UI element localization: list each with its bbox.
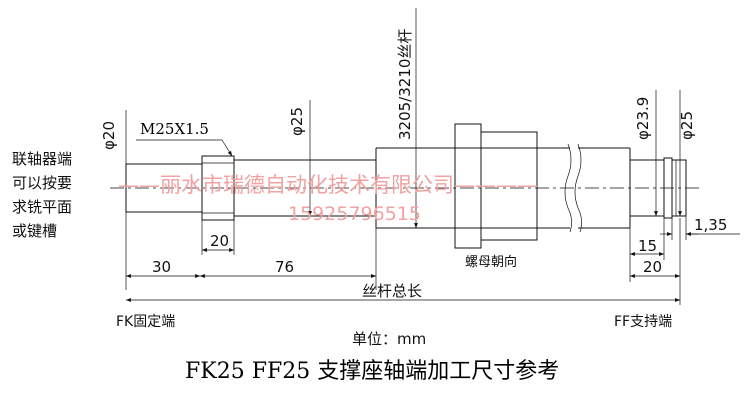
total-length-label: 丝杆总长 <box>362 282 422 300</box>
watermark-phone: 15925796515 <box>288 203 421 225</box>
shaft-outline <box>125 123 687 249</box>
dimension-right: 15 20 1,35 <box>629 216 740 282</box>
nut-direction-label: 螺母朝向 <box>465 254 517 270</box>
note-line-2: 可以按要 <box>12 174 72 192</box>
note-line-1: 联轴器端 <box>12 150 72 168</box>
thread-callout: M25X1.5 <box>136 120 233 157</box>
diameter-callouts: φ20 φ25 3205/3210丝杆 φ23.9 φ25 <box>100 8 696 228</box>
dimension-1-35-label: 1,35 <box>694 216 727 234</box>
diameter-20-label: φ20 <box>100 121 118 150</box>
drawing-title: FK25 FF25 支撑座轴端加工尺寸参考 <box>185 359 559 384</box>
dimension-76-label: 76 <box>275 258 294 276</box>
dimension-20-label: 20 <box>210 232 229 250</box>
dimension-20: 20 <box>201 220 235 255</box>
diameter-23-9-label: φ23.9 <box>634 97 652 140</box>
diameter-25-right-label: φ25 <box>678 111 696 140</box>
coupling-note: 联轴器端 可以按要 求铣平面 或键槽 <box>12 150 72 240</box>
fixed-end-label: FK固定端 <box>116 314 175 330</box>
dimension-30-76: 30 76 <box>125 214 377 290</box>
note-line-4: 或键槽 <box>12 222 57 240</box>
watermark-company: ——丽水市瑞德自动化技术有限公司———— <box>118 173 538 197</box>
note-line-3: 求铣平面 <box>12 198 72 216</box>
unit-label: 单位：mm <box>352 330 426 348</box>
thread-label: M25X1.5 <box>140 120 209 138</box>
screw-spec-label: 3205/3210丝杆 <box>396 29 414 140</box>
support-end-label: FF支持端 <box>614 314 672 330</box>
dimension-30-label: 30 <box>152 258 171 276</box>
diameter-25-left-label: φ25 <box>288 107 306 136</box>
dimension-20-right-label: 20 <box>643 258 662 276</box>
dimension-total: 丝杆总长 <box>126 218 681 305</box>
dimension-15-label: 15 <box>638 237 657 255</box>
